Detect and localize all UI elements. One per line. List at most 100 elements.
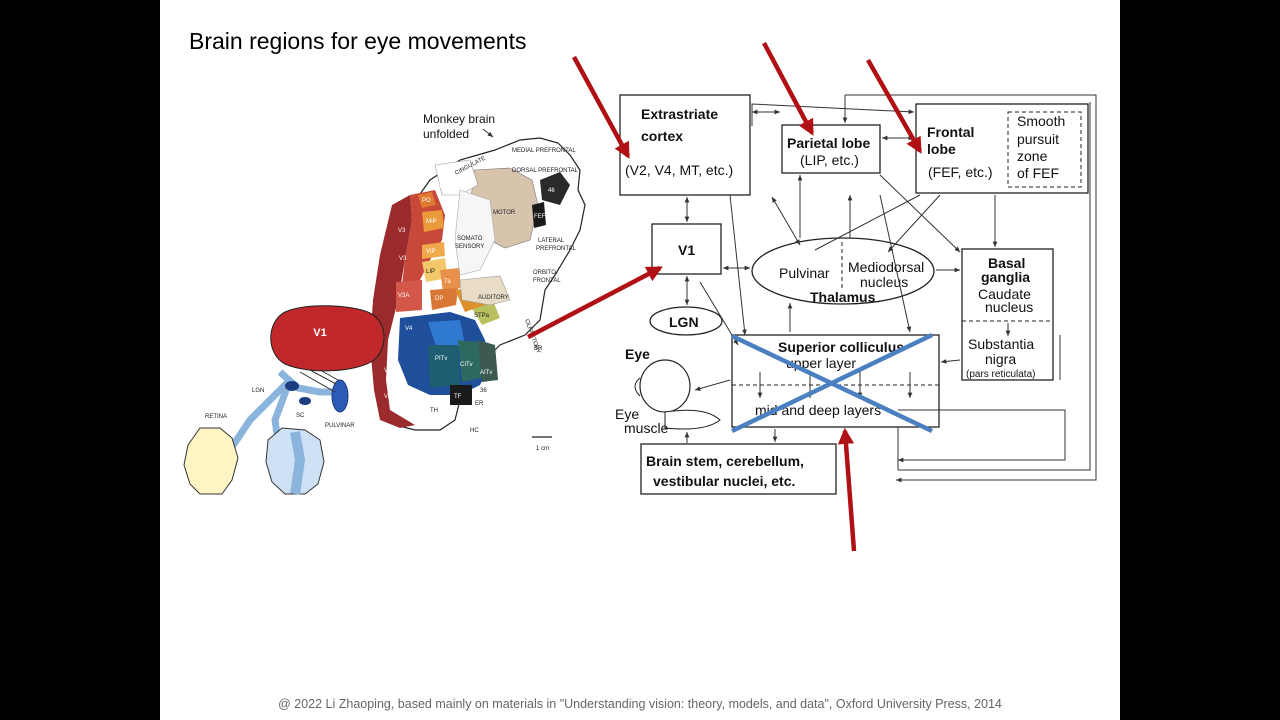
substantia-1: Substantia xyxy=(968,336,1034,352)
pulvinar-connection-1 xyxy=(299,371,336,393)
label-vp: VP xyxy=(384,368,392,374)
extrastriate-title-1: Extrastriate xyxy=(641,106,718,122)
lgn-title: LGN xyxy=(669,314,699,330)
figure-canvas: Monkey brain unfolded xyxy=(183,41,1097,552)
eye-label: Eye xyxy=(625,346,650,362)
mip-region xyxy=(422,210,444,232)
highlight-arrows xyxy=(526,41,922,552)
extrastriate-box xyxy=(619,94,751,196)
label-v2v: V2v xyxy=(384,394,394,400)
brainstem-1: Brain stem, cerebellum, xyxy=(646,453,804,469)
eye-muscle xyxy=(664,409,721,430)
brain-caption-line2: unfolded xyxy=(423,127,469,141)
tf-region xyxy=(450,385,472,405)
thalamus-ellipse xyxy=(751,237,935,305)
label-lgn: LGN xyxy=(252,388,264,394)
label-stpa: STPa xyxy=(474,313,490,319)
thalamus-pulvinar: Pulvinar xyxy=(779,265,830,281)
basal-ganglia-title-1: Basal xyxy=(988,255,1025,271)
parietal-title: Parietal lobe xyxy=(787,135,870,151)
thalamus-mediodorsal-2: nucleus xyxy=(860,274,908,290)
label-pitv: PITv xyxy=(435,356,447,362)
pulvinar-nucleus xyxy=(331,379,349,413)
visual-cortex-region xyxy=(370,195,415,428)
dp-region xyxy=(430,288,458,310)
pitv-region xyxy=(428,345,460,388)
auditory-region xyxy=(459,275,511,306)
smooth-pursuit-3: zone xyxy=(1017,148,1048,164)
label-scale: 1 cm xyxy=(536,446,549,452)
label-v4: V4 xyxy=(405,326,413,332)
v3a-region xyxy=(396,280,422,312)
parietal-sub: (LIP, etc.) xyxy=(800,152,859,168)
caudate-1: Caudate xyxy=(978,286,1031,302)
label-dp: DP xyxy=(435,296,443,302)
label-motor: MOTOR xyxy=(493,210,516,216)
vip-region xyxy=(422,242,445,259)
extrastriate-sub: (V2, V4, MT, etc.) xyxy=(625,162,733,178)
label-er-right: ER xyxy=(534,346,543,352)
smooth-pursuit-1: Smooth xyxy=(1017,113,1065,129)
label-er: ER xyxy=(475,401,484,407)
label-po: PO xyxy=(422,198,431,204)
eye-lens xyxy=(634,377,641,397)
slide-title: Brain regions for eye movements xyxy=(189,28,527,54)
label-citv: CITv xyxy=(460,362,473,368)
caudate-2: nucleus xyxy=(985,299,1033,315)
smooth-pursuit-zone xyxy=(1007,111,1082,188)
arrow-to-superior-colliculus xyxy=(837,427,857,552)
label-orbito: ORBITO- xyxy=(533,270,558,276)
sc-title: Superior colliculus xyxy=(778,339,904,355)
smooth-pursuit-4: of FEF xyxy=(1017,165,1059,181)
aitv-region xyxy=(478,340,498,382)
basal-ganglia-box xyxy=(961,248,1054,381)
label-fef: FEF xyxy=(534,214,546,220)
retina-left xyxy=(183,427,239,495)
arrow-to-extrastriate xyxy=(572,55,630,159)
slide: Brain regions for eye movements Monkey b… xyxy=(160,0,1120,720)
extrastriate-title-2: cortex xyxy=(641,128,683,144)
label-7a: 7a xyxy=(444,279,451,285)
smooth-pursuit-2: pursuit xyxy=(1017,131,1059,147)
caption-pointer-arrow xyxy=(482,128,494,138)
brain-caption-line1: Monkey brain xyxy=(423,112,495,126)
area-7a-region xyxy=(440,268,460,292)
label-dorsal-prefrontal: DORSAL PREFRONTAL xyxy=(512,168,579,174)
substantia-2: nigra xyxy=(985,351,1016,367)
label-tf: TF xyxy=(454,394,462,400)
label-retina: RETINA xyxy=(205,414,227,420)
frontal-box xyxy=(915,103,1089,194)
label-mip: MIP xyxy=(426,219,437,225)
pulvinar-connection-2 xyxy=(309,369,337,385)
cross-out-line-2 xyxy=(731,332,933,434)
label-v1: V1 xyxy=(313,327,326,339)
pars-reticulata: (pars reticulata) xyxy=(966,369,1035,380)
lgn-nucleus xyxy=(285,381,299,391)
label-area-46: 46 xyxy=(548,188,555,194)
arrow-to-parietal xyxy=(762,41,814,136)
label-somato: SOMATO xyxy=(457,236,483,242)
label-mdp: MDP xyxy=(436,184,449,190)
v1-title: V1 xyxy=(678,242,695,258)
eyeball xyxy=(639,359,691,413)
label-lateral: LATERAL xyxy=(538,238,565,244)
optic-tract-left xyxy=(227,377,293,452)
v1-region xyxy=(270,305,385,372)
label-v3d: V3 xyxy=(398,228,406,234)
label-th: TH xyxy=(430,408,438,414)
label-pulvinar: PULVINAR xyxy=(325,423,355,429)
arrow-to-frontal xyxy=(866,58,922,154)
label-v3: V3 xyxy=(399,256,407,262)
parietal-box xyxy=(781,124,881,174)
label-v3a: V3A xyxy=(398,293,409,299)
frontal-title-2: lobe xyxy=(927,141,956,157)
label-prefrontal: PREFRONTAL xyxy=(536,246,577,252)
po-region xyxy=(418,192,436,208)
eye-muscle-1: Eye xyxy=(615,406,639,422)
sc-upper: upper layer xyxy=(786,355,856,371)
brainstem-box xyxy=(640,443,837,495)
frontal-title-1: Frontal xyxy=(927,124,974,140)
basal-ganglia-title-2: ganglia xyxy=(981,269,1030,285)
monkey-brain-figure: Monkey brain unfolded xyxy=(183,112,586,495)
footer-citation: @ 2022 Li Zhaoping, based mainly on mate… xyxy=(278,697,1002,711)
